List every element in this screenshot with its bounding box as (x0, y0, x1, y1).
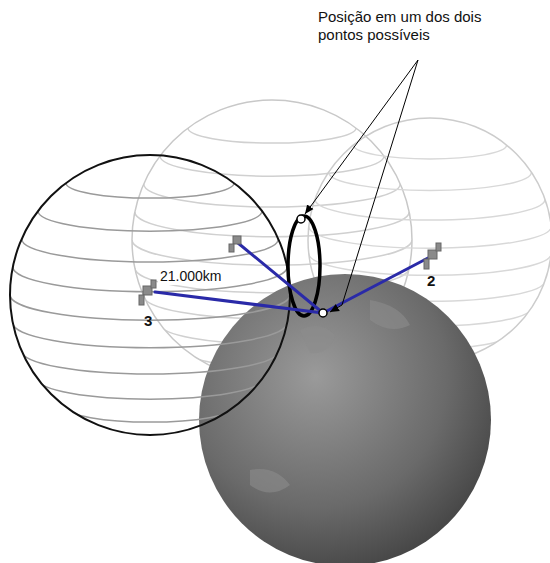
latitude-line (329, 172, 532, 190)
latitude-line (309, 226, 550, 248)
callout-text: Posição em um dos dois pontos possíveis (318, 8, 488, 44)
latitude-line (22, 351, 279, 374)
satellite (229, 236, 241, 252)
intersection-circle (288, 216, 320, 316)
satellite-number: 2 (427, 272, 435, 290)
position-point (297, 215, 305, 223)
satellite-number: 3 (144, 312, 152, 330)
leader-line (305, 60, 418, 312)
distance-label: 21.000km (158, 268, 223, 285)
latitude-line (315, 199, 545, 220)
satellite (424, 243, 441, 269)
position-point (319, 309, 327, 317)
latitude-line (66, 407, 234, 422)
range-line (155, 243, 428, 313)
latitude-line (144, 184, 401, 207)
range-sphere (10, 155, 290, 435)
latitude-line (38, 379, 262, 399)
satellite (139, 280, 156, 305)
earth (199, 274, 491, 563)
continent (250, 300, 410, 493)
latitude-line (160, 156, 384, 176)
latitude-line (353, 145, 506, 159)
latitude-line (66, 183, 234, 198)
latitude-line (188, 128, 356, 143)
latitude-line (38, 211, 262, 231)
